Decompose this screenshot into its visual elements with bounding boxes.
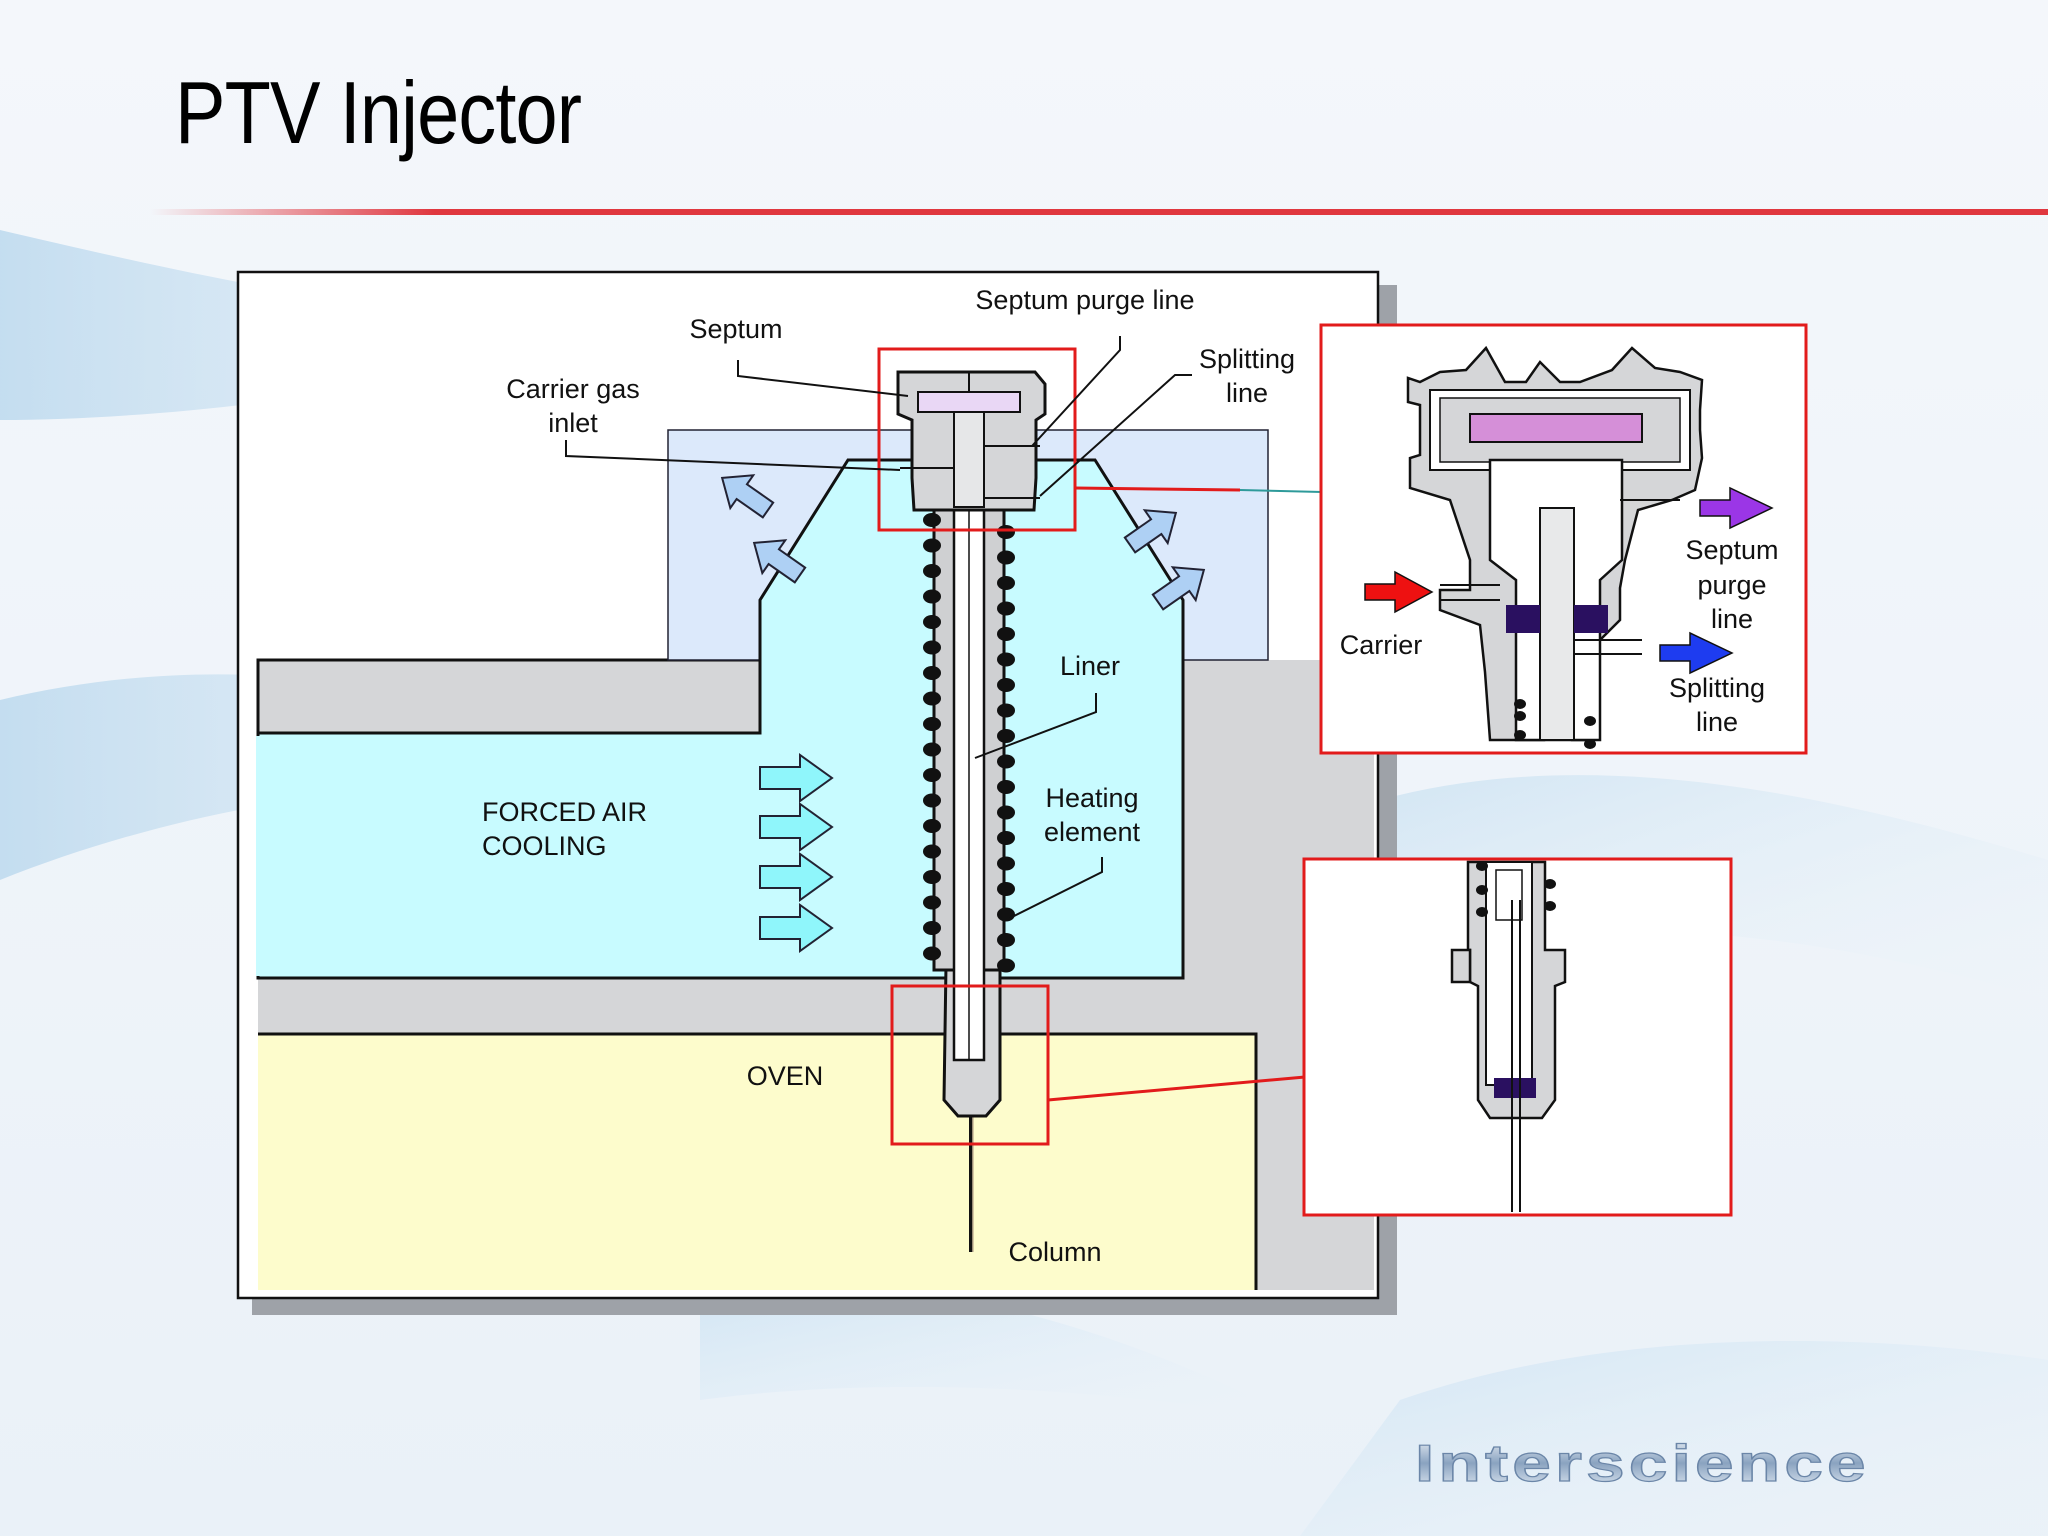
slide-title: PTV Injector [175, 63, 582, 162]
label-septum-purge-line: Septum purge line [975, 285, 1194, 315]
detail-label-splitting-1: Splitting [1669, 673, 1765, 703]
detail-label-carrier: Carrier [1340, 630, 1423, 660]
coil-dot [923, 615, 941, 629]
coil-dot [923, 844, 941, 859]
coil-dot [997, 882, 1015, 896]
arrow-right-icon [759, 802, 834, 852]
coil-dot [997, 703, 1015, 718]
carrier-arrow-icon [1364, 570, 1434, 614]
forced-air-inflow-arrows [759, 753, 834, 953]
septum-disc [1469, 413, 1643, 443]
arrow-out-icon [720, 474, 775, 519]
label-splitting-line-2: line [1226, 378, 1268, 408]
coil-dot [923, 564, 941, 578]
detail-panel-injector-head: Carrier Septum purge line Splitting line [1319, 323, 1808, 755]
coil-dot [997, 525, 1015, 539]
seal-left [1506, 605, 1540, 633]
injector-body [896, 370, 1047, 1252]
coil-dot [923, 793, 941, 808]
cooling-air-outflow-arrows [720, 474, 1206, 611]
arrow-right-icon [759, 753, 834, 803]
arrow-out-icon [752, 539, 807, 584]
coil-dot [997, 933, 1015, 947]
heating-element-coil [923, 513, 1015, 973]
label-splitting-line-1: Splitting [1199, 344, 1295, 374]
coil-dot [923, 819, 941, 833]
label-forced-air-cooling-2: COOLING [482, 831, 607, 861]
label-liner: Liner [1060, 651, 1120, 681]
coil-dot [997, 754, 1015, 769]
svg-text:Interscience: Interscience [1415, 1434, 1870, 1491]
outlet-seal [1494, 1078, 1536, 1098]
detail-callouts [877, 347, 1306, 1146]
detail-label-septum-purge-2: purge [1697, 570, 1766, 600]
detail-panel-column-outlet [1302, 857, 1733, 1217]
coil-dot [997, 958, 1015, 973]
coil-dot [997, 831, 1015, 845]
coil-dot [997, 729, 1015, 743]
label-heating-element-1: Heating [1045, 783, 1138, 813]
coil-dot [997, 601, 1015, 616]
coil-dot [997, 627, 1015, 641]
septum-purge-arrow-icon [1699, 486, 1774, 530]
interscience-logo: Interscience [1415, 1434, 1870, 1493]
label-heating-element-2: element [1044, 817, 1141, 847]
oven-zone [258, 1034, 1256, 1290]
coil-dot [923, 538, 941, 553]
coil-dot [923, 513, 941, 527]
title-divider-line [150, 209, 2048, 215]
label-forced-air-cooling-1: FORCED AIR [482, 797, 647, 827]
detail-label-splitting-2: line [1696, 707, 1738, 737]
coil-dot [997, 805, 1015, 820]
coil-dot [923, 921, 941, 935]
coil-dot [923, 768, 941, 782]
callout-outlet-connector [1047, 1075, 1306, 1102]
coil-dot [923, 691, 941, 706]
arrow-out-icon [1151, 566, 1206, 611]
label-oven: OVEN [747, 1061, 824, 1091]
arrow-right-icon [759, 852, 834, 902]
coil-dot [923, 666, 941, 680]
coil-dot [923, 589, 941, 604]
splitting-arrow-icon [1659, 631, 1734, 675]
label-carrier-gas-inlet-2: inlet [548, 408, 598, 438]
callout-head-box [877, 347, 1077, 532]
coil-dot [997, 907, 1015, 922]
coil-dot [997, 780, 1015, 794]
arrow-right-icon [759, 903, 834, 953]
label-column: Column [1008, 1237, 1101, 1267]
label-leader-lines [565, 336, 1192, 919]
coil-dot [997, 652, 1015, 667]
coil-dot [997, 856, 1015, 871]
callout-head-connector [1074, 486, 1241, 492]
detail-label-septum-purge-3: line [1711, 604, 1753, 634]
seal-right [1574, 605, 1608, 633]
callout-outlet-box [890, 984, 1050, 1146]
detail-label-septum-purge-1: Septum [1685, 535, 1778, 565]
liner-tube [1539, 507, 1575, 741]
arrow-out-icon [1123, 509, 1178, 554]
main-cross-section-panel [236, 270, 1397, 1315]
label-septum: Septum [689, 314, 782, 344]
coil-dot [923, 895, 941, 910]
label-carrier-gas-inlet-1: Carrier gas [506, 374, 640, 404]
housing-left-band [256, 658, 762, 735]
coil-dot [997, 576, 1015, 590]
coil-dot [923, 717, 941, 731]
septum-disc [917, 391, 1021, 413]
coil-dot [923, 870, 941, 884]
coil-dot [997, 678, 1015, 692]
coil-dot [997, 550, 1015, 565]
coil-dot [923, 640, 941, 655]
coil-dot [923, 742, 941, 757]
coil-dot [923, 946, 941, 961]
